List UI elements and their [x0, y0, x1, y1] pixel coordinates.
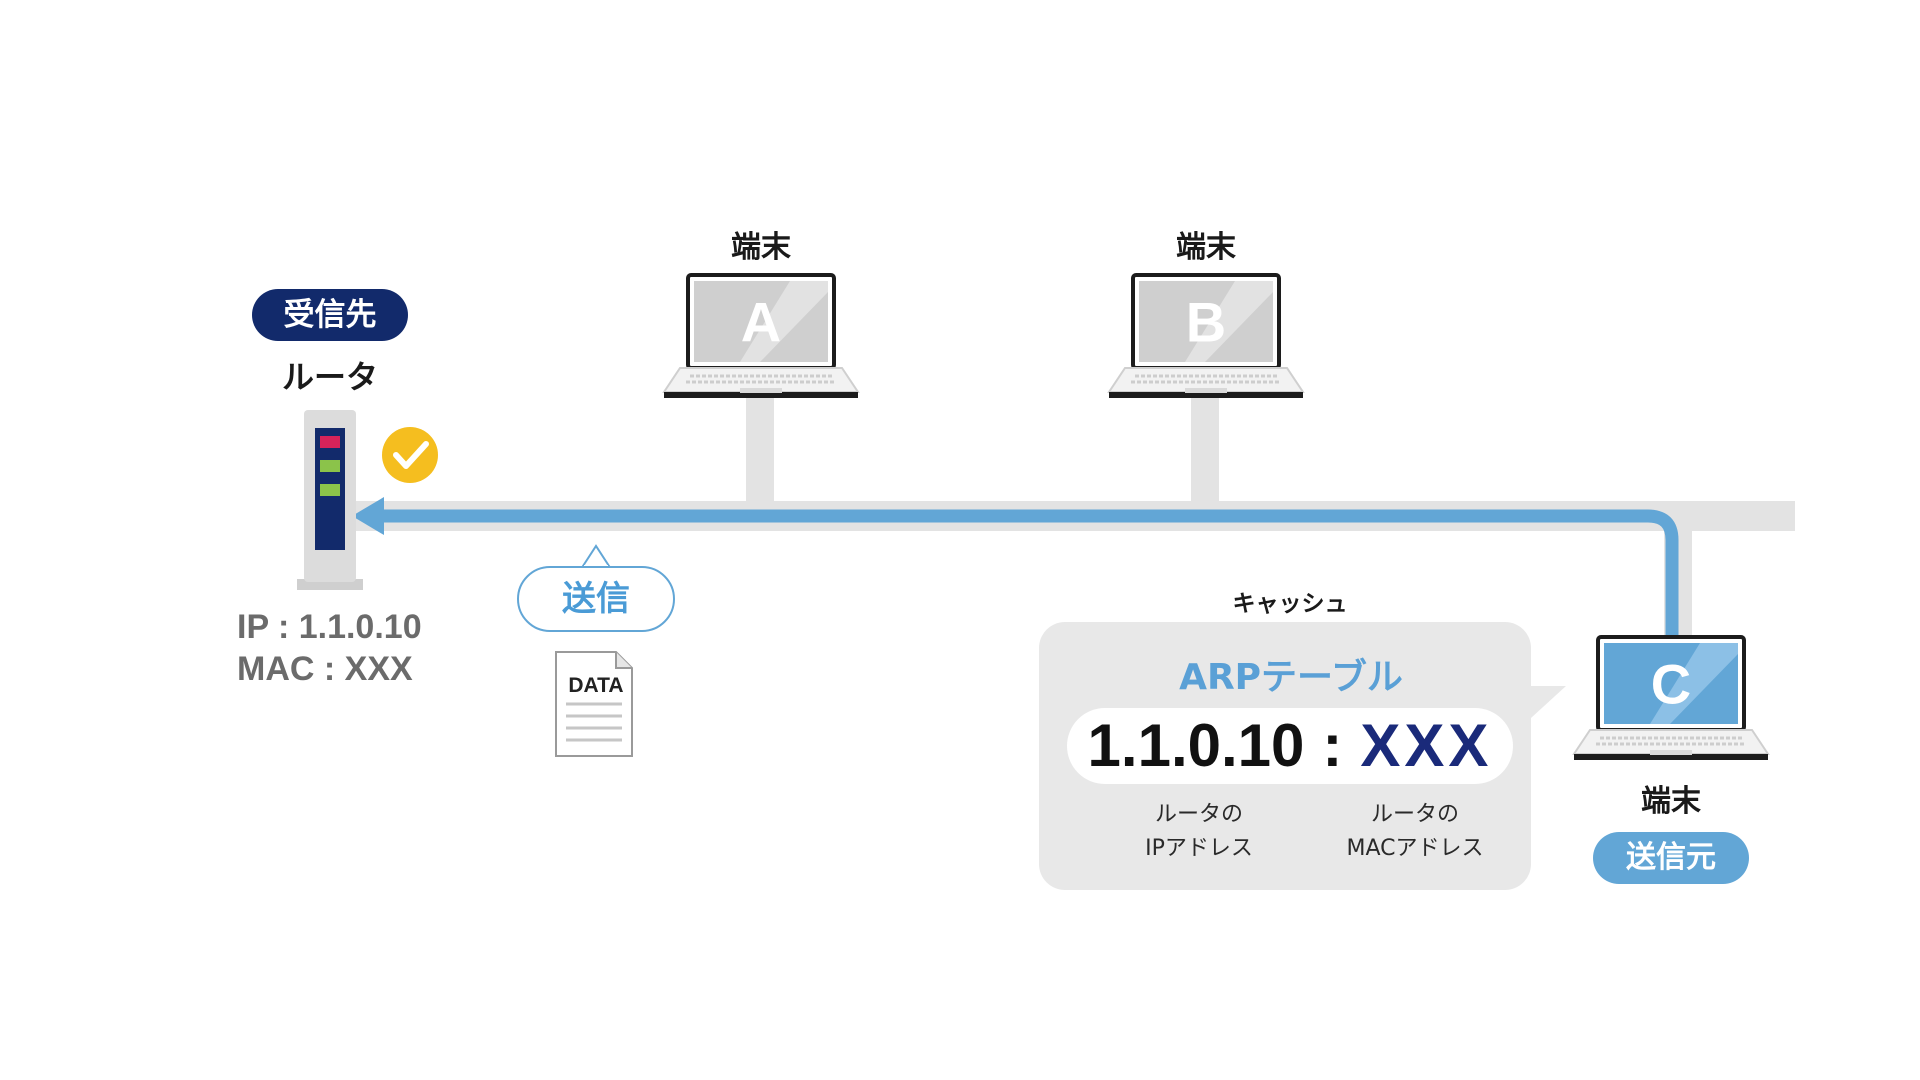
data-document-icon [555, 651, 633, 757]
arp-entry: 1.1.0.10: XXX [1067, 708, 1513, 784]
drop-cable-b [1191, 398, 1219, 502]
arp-mac-note-line2: MACアドレス [1346, 836, 1484, 861]
sender-badge: 送信元 [1593, 832, 1749, 884]
terminal-b-caption: 端末 [1176, 230, 1236, 265]
transmission-arrow [380, 509, 1679, 636]
laptop-b-icon [1107, 273, 1305, 398]
router-label: ルータ [281, 358, 379, 396]
arp-mac-note: ルータの MACアドレス [1346, 798, 1483, 866]
terminal-a-letter: A [740, 290, 782, 354]
arp-entry-mac: XXX [1360, 712, 1493, 779]
terminal-a-caption: 端末 [731, 230, 791, 265]
terminal-c-letter: C [1650, 652, 1692, 716]
terminal-b-letter: B [1185, 290, 1227, 354]
laptop-a-icon [662, 273, 860, 398]
arp-entry-separator: : [1322, 712, 1343, 779]
arp-mac-note-line1: ルータの [1370, 802, 1460, 827]
arp-ip-note-line1: ルータの [1154, 802, 1244, 827]
arp-ip-note-line2: IPアドレス [1145, 836, 1253, 861]
arp-table-title: ARPテーブル [1179, 657, 1403, 698]
cache-title: キャッシュ [1232, 591, 1348, 617]
arp-entry-ip: 1.1.0.10 [1087, 712, 1305, 779]
router-mac: MAC : XXX [237, 650, 413, 688]
laptop-c-icon [1572, 635, 1770, 760]
router-icon [297, 410, 363, 590]
send-callout: 送信 [517, 566, 675, 632]
arp-ip-note: ルータの IPアドレス [1145, 798, 1253, 866]
terminal-c-caption: 端末 [1641, 784, 1701, 819]
check-circle-icon [382, 427, 438, 483]
data-document-label: DATA [568, 674, 624, 697]
cache-pointer [1520, 686, 1566, 728]
drop-cable-a [746, 398, 774, 502]
arrow-head-icon [352, 497, 384, 535]
router-ip: IP : 1.1.0.10 [237, 608, 422, 646]
receiver-badge: 受信先 [252, 289, 408, 341]
